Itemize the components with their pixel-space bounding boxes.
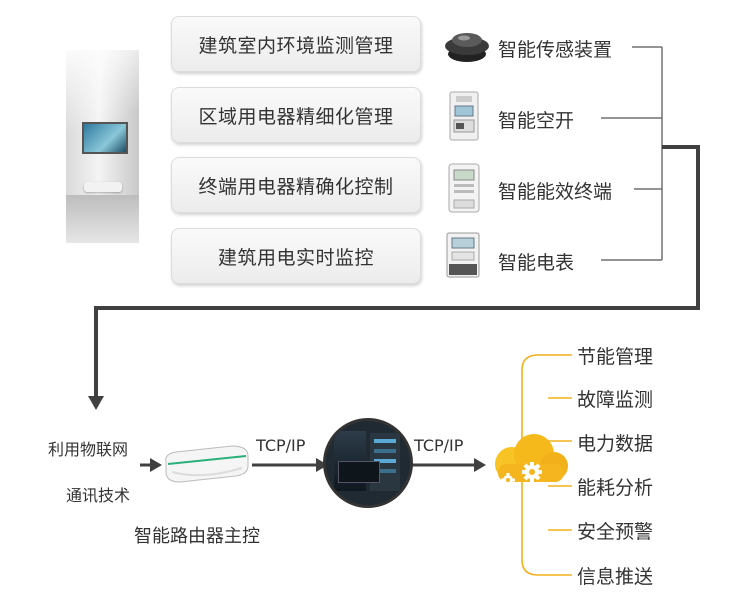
function-box-monitoring: 建筑用电实时监控 <box>171 228 421 284</box>
device-label-terminal: 智能能效终端 <box>498 181 613 203</box>
protocol-label-2: TCP/IP <box>414 436 464 455</box>
device-bracket <box>601 46 663 261</box>
output-consumption-analysis: 能耗分析 <box>577 477 654 499</box>
function-box-regional: 区域用电器精细化管理 <box>171 87 421 143</box>
function-box-terminal: 终端用电器精确化控制 <box>171 157 421 213</box>
cloud-gear-icon <box>495 434 568 487</box>
output-info-push: 信息推送 <box>577 566 654 588</box>
smart-meter-icon <box>446 232 480 278</box>
router-icon <box>165 445 249 483</box>
output-safety-warning: 安全预警 <box>577 521 654 543</box>
function-label: 建筑用电实时监控 <box>217 246 374 269</box>
router-label: 智能路由器主控 <box>134 526 260 547</box>
circuit-breaker-icon <box>449 91 479 141</box>
iot-label-line1: 利用物联网 <box>48 440 129 459</box>
output-energy-management: 节能管理 <box>577 346 654 368</box>
function-box-environment: 建筑室内环境监测管理 <box>171 16 421 72</box>
device-label-breaker: 智能空开 <box>498 110 575 132</box>
iot-label-line2: 通讯技术 <box>66 486 131 505</box>
device-label-meter: 智能电表 <box>498 252 575 274</box>
room-photo <box>66 50 139 243</box>
wall-tv <box>82 122 128 154</box>
output-fault-monitoring: 故障监测 <box>577 389 654 411</box>
function-label: 区域用电器精细化管理 <box>198 105 394 128</box>
energy-terminal-icon <box>448 163 480 213</box>
function-label: 终端用电器精确化控制 <box>198 175 394 198</box>
function-label: 建筑室内环境监测管理 <box>198 34 394 57</box>
device-label-sensor: 智能传感装置 <box>498 39 613 61</box>
server-icon <box>323 418 413 508</box>
protocol-label-1: TCP/IP <box>256 436 306 455</box>
sensor-icon <box>445 33 489 62</box>
output-power-data: 电力数据 <box>577 433 654 455</box>
main-flow-arrow <box>94 145 700 402</box>
